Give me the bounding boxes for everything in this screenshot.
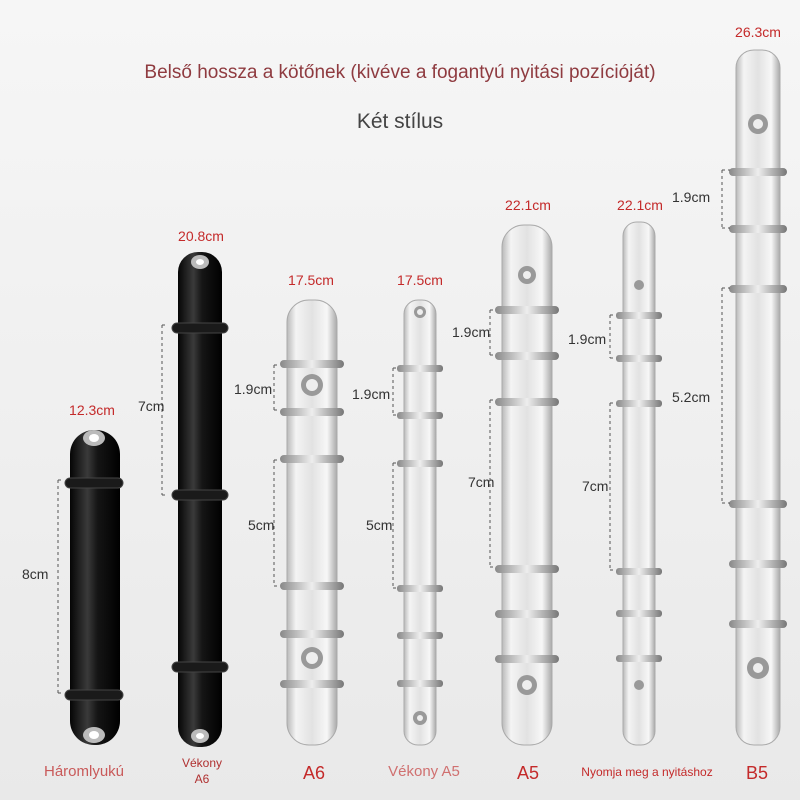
dim-label: 5cm — [248, 517, 275, 533]
dim-label: 1.9cm — [234, 381, 273, 397]
binder-nyomja — [616, 221, 662, 746]
name-a5: A5 — [516, 763, 540, 783]
length-label-6: 22.1cm — [617, 197, 663, 213]
name-nyomja: Nyomja meg a nyitáshoz — [581, 765, 713, 779]
binder-b5 — [729, 49, 787, 746]
name-b5: B5 — [745, 763, 769, 783]
dim-label: 1.9cm — [452, 324, 491, 340]
dim-label: 1.9cm — [568, 331, 607, 347]
length-label-4: 17.5cm — [397, 272, 443, 288]
length-label-5: 22.1cm — [505, 197, 551, 213]
binder-haromlyuku — [64, 430, 124, 745]
dim-label: 1.9cm — [352, 386, 391, 402]
name-a6: A6 — [302, 763, 326, 783]
dim-label: 5.2cm — [672, 389, 711, 405]
header-title: Belső hossza a kötőnek (kivéve a foganty… — [144, 62, 656, 83]
name-haromlyuku: Háromlyukú — [43, 763, 125, 780]
binder-vekony-a5 — [397, 299, 443, 746]
dim-label: 5cm — [366, 517, 393, 533]
binder-a6 — [280, 299, 344, 746]
dim-label: 7cm — [138, 398, 165, 414]
length-label-2: 20.8cm — [178, 228, 224, 244]
name-vekony-a6: Vékony A6 — [181, 756, 223, 786]
length-label-7: 26.3cm — [735, 24, 781, 40]
binder-vekony-a6 — [171, 252, 229, 747]
length-label-1: 12.3cm — [69, 402, 115, 418]
dim-label: 7cm — [468, 474, 495, 490]
name-vekony-a5: Vékony A5 — [388, 763, 460, 780]
dim-label: 1.9cm — [672, 189, 711, 205]
dim-label: 7cm — [582, 478, 609, 494]
header-subtitle: Két stílus — [356, 110, 444, 133]
dim-label: 8cm — [22, 566, 49, 582]
binder-a5 — [495, 224, 559, 746]
length-label-3: 17.5cm — [288, 272, 334, 288]
